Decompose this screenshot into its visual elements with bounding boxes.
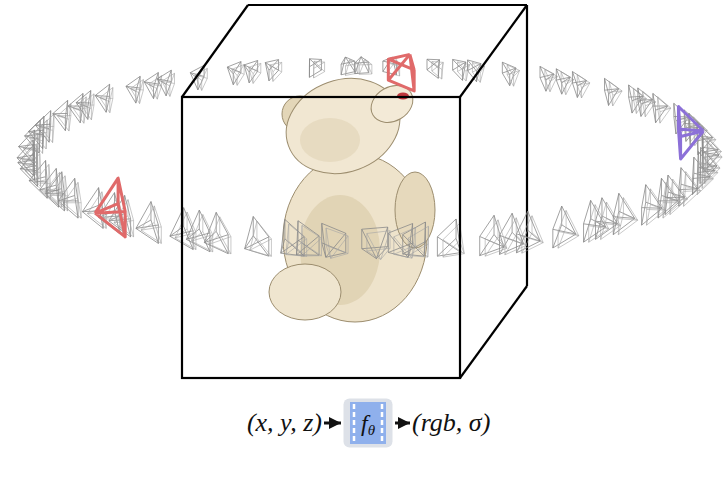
camera-frustum [589, 205, 609, 243]
camera-frustum [647, 189, 665, 225]
function-symbol: f [361, 410, 368, 437]
camera-frustum [249, 63, 261, 83]
camera-frustum [558, 210, 579, 248]
camera-frustum [663, 182, 681, 218]
network-box: fθ [343, 398, 393, 448]
camera-frustum [561, 72, 574, 95]
camera-frustum [100, 88, 113, 113]
camera-frustum [296, 221, 319, 255]
flow-arrow [395, 422, 410, 425]
camera-frustum [432, 61, 443, 79]
camera-frustum [505, 218, 527, 255]
camera-frustum [57, 104, 70, 131]
math-label: (x, y, z) [247, 408, 322, 437]
output-values: (rgb, σ) [412, 407, 490, 438]
camera-frustum [618, 198, 637, 235]
camera-frustum [40, 114, 54, 142]
camera-frustum [684, 172, 701, 207]
camera-frustum [322, 223, 346, 257]
highlighted-cameras [95, 54, 703, 237]
bounding-cube-back [182, 5, 527, 378]
camera-frustum [678, 107, 703, 159]
camera-frustum [553, 206, 576, 248]
camera-frustum [232, 65, 244, 86]
camera-frustum [141, 206, 161, 244]
camera-frustum [670, 179, 688, 215]
camera-frustum [18, 144, 35, 180]
camera-frustum [270, 62, 282, 81]
camera-frustum [388, 54, 414, 91]
camera-frustum [162, 73, 175, 96]
camera-frustum [577, 75, 590, 98]
camera-frustum [326, 228, 348, 258]
camera-frustum [394, 228, 416, 259]
camera-frustum [22, 144, 37, 176]
camera-frustum [250, 221, 272, 256]
camera-frustum [355, 57, 369, 74]
camera-frustum [388, 224, 412, 258]
camera-frustum [485, 220, 507, 256]
camera-frustum [23, 148, 38, 180]
camera-frustum [17, 140, 33, 175]
camera-frustum [157, 70, 171, 96]
camera-frustum [658, 97, 671, 123]
camera-frustum [507, 65, 519, 86]
camera-frustum [702, 155, 718, 188]
teddy-bear [269, 63, 435, 322]
camera-ring-front [17, 138, 722, 260]
camera-frustum [609, 81, 622, 105]
camera-frustum [359, 59, 372, 74]
camera-frustum [362, 227, 388, 259]
camera-frustum [516, 211, 540, 253]
camera-frustum [480, 215, 504, 255]
camera-frustum [437, 219, 461, 256]
camera-frustum [522, 216, 543, 253]
camera-frustum [175, 212, 196, 250]
parameter-subscript: θ [368, 422, 375, 439]
camera-frustum [314, 61, 325, 78]
bounding-cube-front [182, 97, 460, 378]
camera-frustum [81, 94, 94, 120]
camera-frustum [286, 224, 307, 256]
flow-arrow [324, 422, 341, 425]
camera-frustum [45, 172, 64, 211]
camera-frustum [244, 60, 258, 82]
camera-frustum [131, 79, 144, 103]
camera-frustum [281, 219, 304, 256]
camera-frustum [186, 210, 210, 252]
camera-frustum [545, 69, 557, 91]
camera-frustum [367, 231, 390, 260]
camera-frustum [95, 178, 125, 237]
camera-frustum [58, 178, 78, 218]
math-label: (rgb, σ) [412, 408, 490, 437]
camera-frustum [601, 202, 621, 239]
input-coordinates: (x, y, z) [247, 407, 322, 438]
